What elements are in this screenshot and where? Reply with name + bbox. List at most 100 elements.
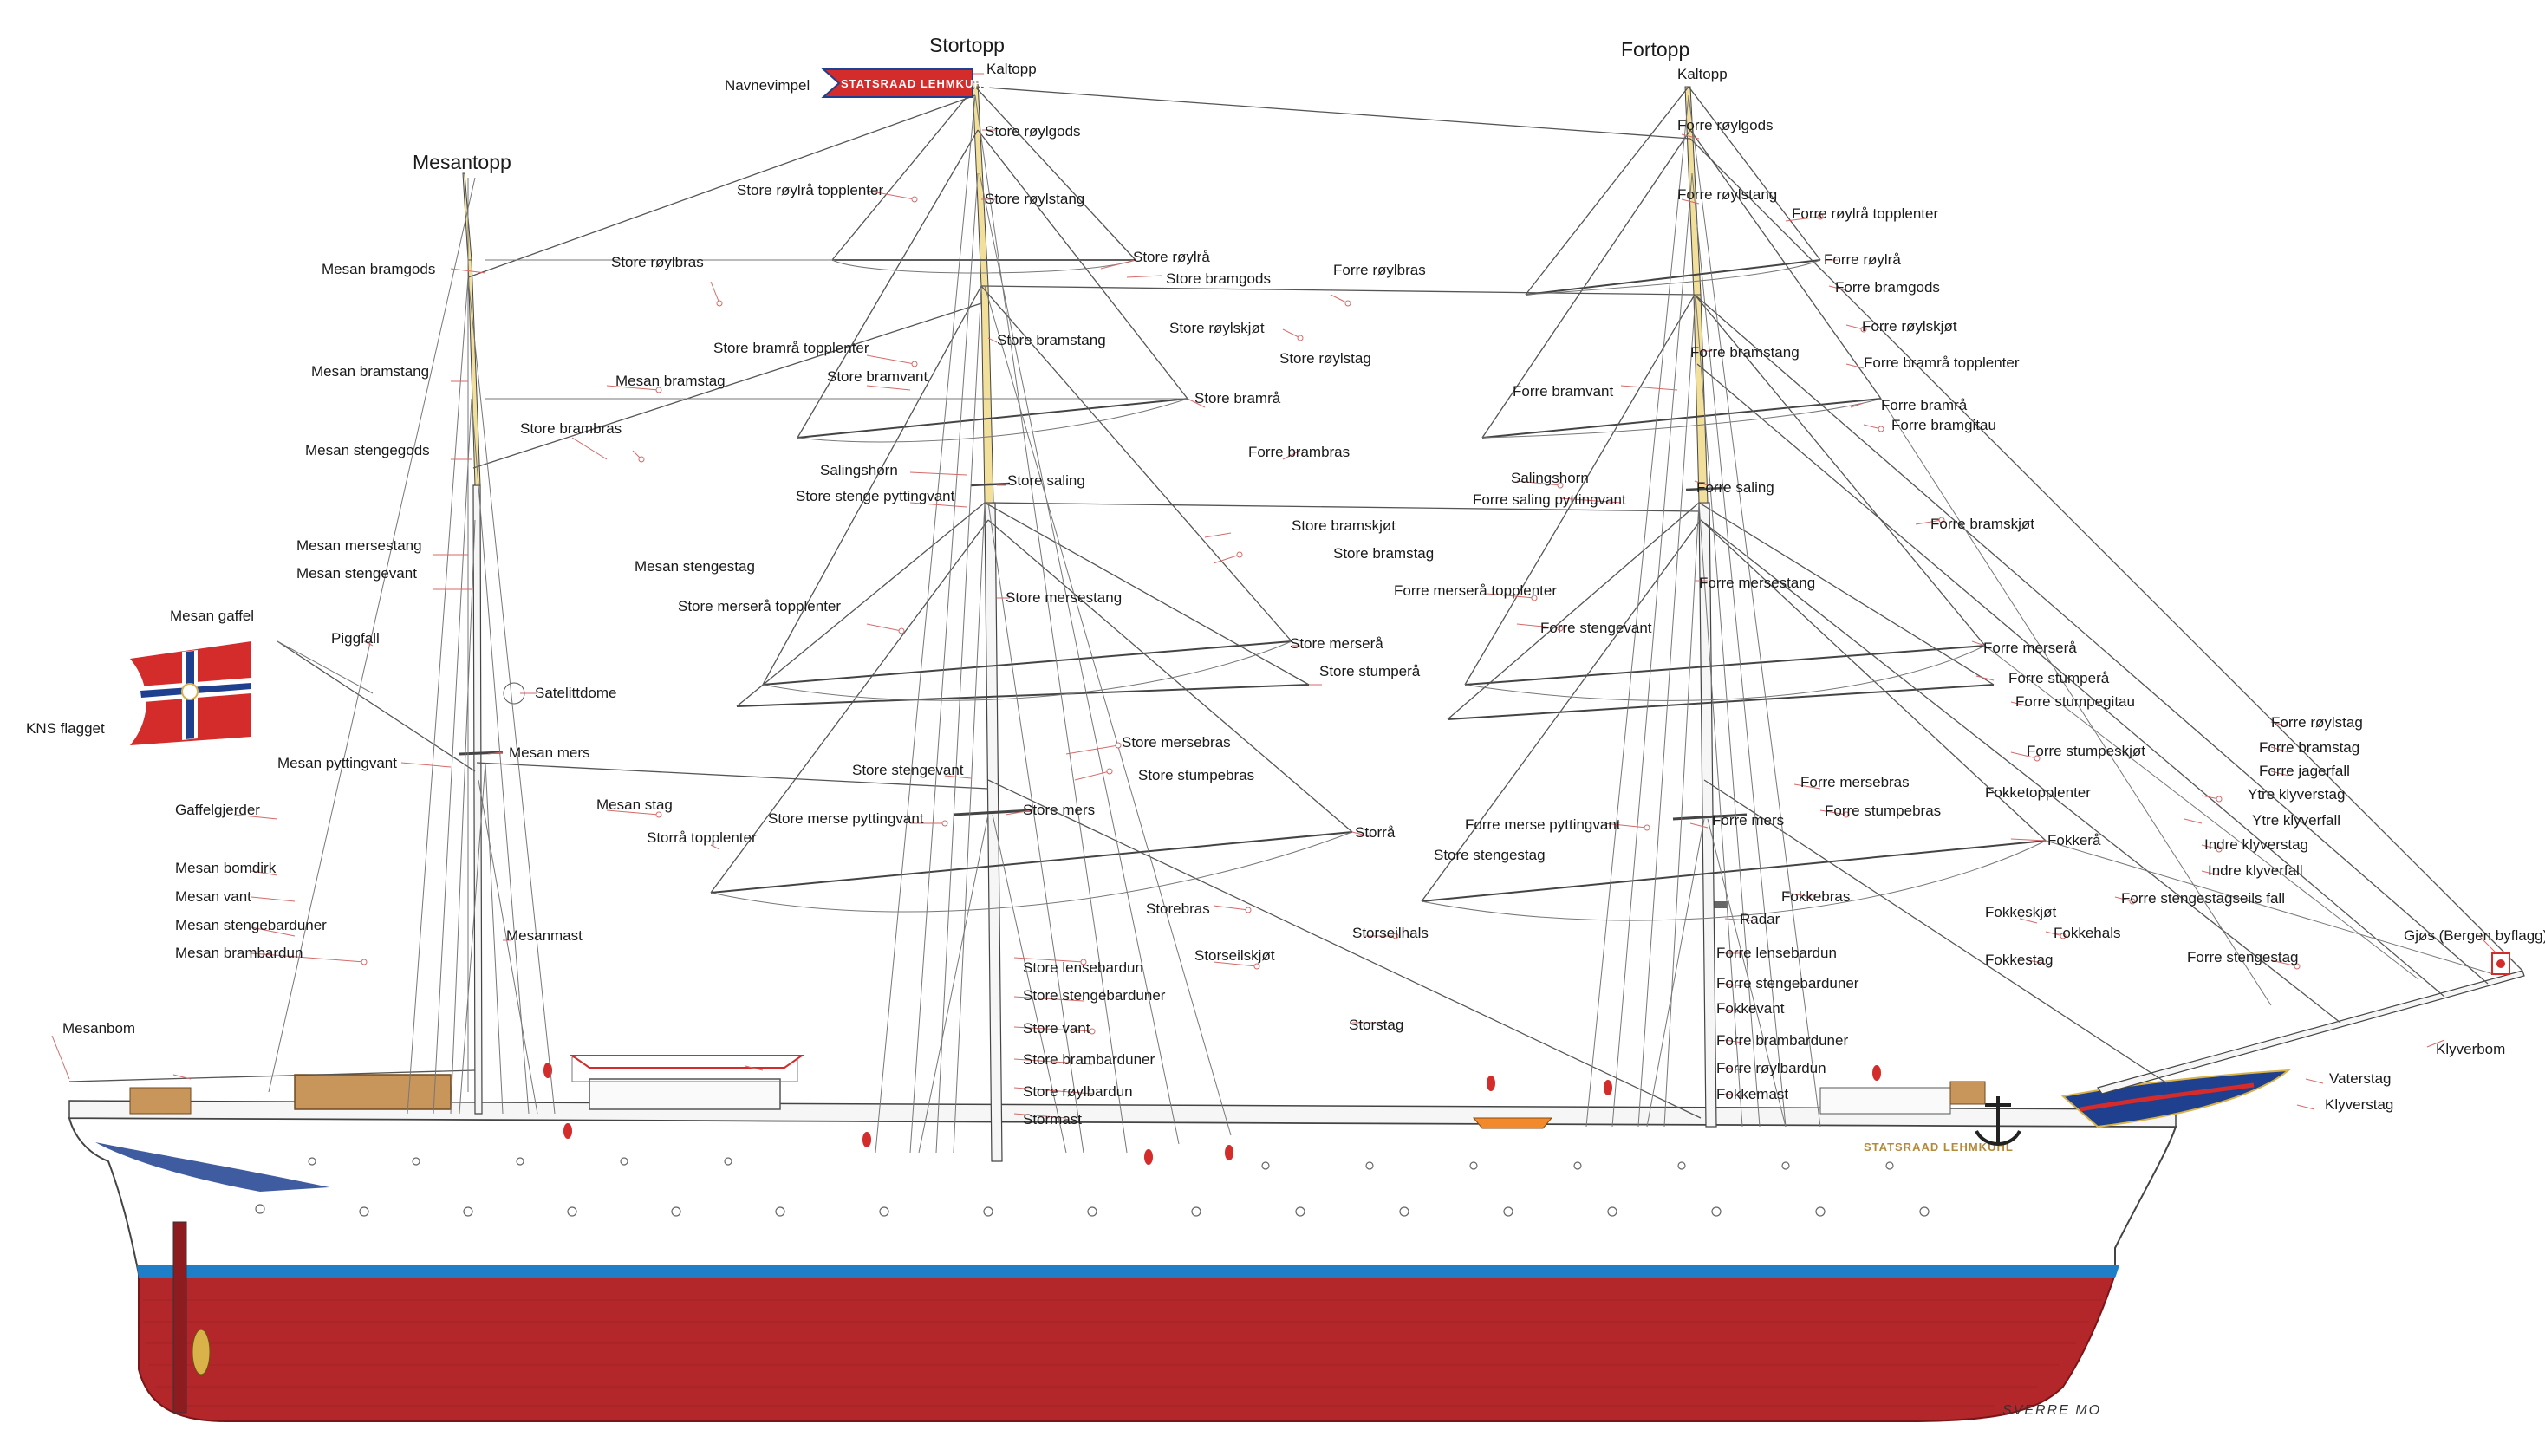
label-salingshorn-fore: Salingshorn	[1511, 470, 1589, 486]
lifeboat-main	[569, 1055, 805, 1069]
label-kaltopp-main: Kaltopp	[986, 61, 1037, 77]
mizzen-topgallant	[462, 172, 472, 261]
bowsprit	[2097, 970, 2525, 1095]
label-store-roylstang: Store røylstang	[985, 191, 1084, 207]
label-forre-lensebardun: Forre lensebardun	[1716, 945, 1837, 961]
label-store-mers: Store mers	[1023, 802, 1095, 818]
fore-lower-topsail-yard	[1447, 684, 1995, 720]
hull-planking	[143, 1299, 2102, 1407]
lifeboat-fore	[1472, 1117, 1553, 1129]
label-gaffelgjerder: Gaffelgjerder	[175, 802, 260, 818]
label-mesantopp: Mesantopp	[413, 151, 511, 173]
label-mesan-mers: Mesan mers	[509, 744, 590, 761]
fore-topgallant-yard	[1481, 398, 1882, 439]
label-ytre-klyverfall: Ytre klyverfall	[2252, 812, 2340, 829]
label-piggfall: Piggfall	[331, 630, 380, 647]
fore-deckhouse	[1819, 1087, 1951, 1115]
label-forre-mersestang: Forre mersestang	[1699, 575, 1815, 591]
label-forre-bramra-topplenter: Forre bramrå topplenter	[1864, 354, 2020, 371]
label-fokkehals: Fokkehals	[2054, 925, 2120, 941]
label-store-mersebras: Store mersebras	[1122, 734, 1231, 751]
label-kaltopp-fore: Kaltopp	[1677, 66, 1728, 82]
mesan-gaffel-spar	[277, 640, 476, 772]
label-store-mersera: Store merserå	[1290, 635, 1383, 652]
label-store-bramstang: Store bramstang	[997, 332, 1106, 348]
label-forre-mersera-topplenter: Forre merserå topplenter	[1394, 582, 1557, 599]
label-store-roylbras: Store røylbras	[611, 254, 704, 270]
label-store-brambras: Store brambras	[520, 420, 622, 437]
bow-ornament-red	[2080, 1082, 2255, 1112]
propeller	[192, 1329, 211, 1375]
label-mesan-stag: Mesan stag	[596, 796, 673, 813]
label-store-bramgods: Store bramgods	[1166, 270, 1271, 287]
fore-royal-yard	[1525, 259, 1821, 296]
pennant-text: STATSRAAD LEHMKUHL	[841, 77, 991, 90]
label-forre-stengestagseils-fall: Forre stengestagseils fall	[2121, 890, 2285, 907]
label-storseilhals: Storseilhals	[1352, 925, 1429, 941]
label-forre-mersera: Forre merserå	[1983, 640, 2077, 656]
label-storra-topplenter: Storrå topplenter	[647, 829, 757, 846]
label-mesan-vant: Mesan vant	[175, 888, 251, 905]
label-store-bramskjot: Store bramskjøt	[1292, 517, 1396, 534]
label-forre-roylbardun: Forre røylbardun	[1716, 1060, 1826, 1076]
fore-topmast	[1693, 294, 1709, 504]
fore-top-platform	[1672, 813, 1748, 821]
label-mesan-stengevant: Mesan stengevant	[296, 565, 417, 582]
fore-course-yard	[1421, 840, 2047, 902]
midship-deckhouse	[589, 1078, 781, 1110]
label-ytre-klyverstag: Ytre klyverstag	[2248, 786, 2345, 803]
label-gjos: Gjøs (Bergen byflagg)	[2404, 927, 2545, 944]
label-store-merse-pyttingvant: Store merse pyttingvant	[768, 810, 924, 827]
label-store-stenge-pyttingvant: Store stenge pyttingvant	[796, 488, 955, 504]
label-fokkera: Fokkerå	[2047, 832, 2101, 848]
label-forre-bramgitau: Forre bramgitau	[1891, 417, 1996, 433]
gjos-flag	[2491, 952, 2510, 975]
label-fokkevant: Fokkevant	[1716, 1000, 1785, 1017]
kns-flag	[130, 641, 251, 745]
label-forre-bramra: Forre bramrå	[1881, 397, 1968, 413]
label-forre-bramvant: Forre bramvant	[1513, 383, 1613, 400]
label-mesan-stengegods: Mesan stengegods	[305, 442, 430, 458]
label-store-roylbardun: Store røylbardun	[1023, 1083, 1133, 1100]
fore-mast	[1698, 502, 1717, 1128]
lifebuoys	[543, 1063, 1881, 1165]
label-radar: Radar	[1740, 911, 1780, 927]
label-mesan-pyttingvant: Mesan pyttingvant	[277, 755, 397, 771]
label-store-bramvant: Store bramvant	[827, 368, 928, 385]
hull-topsides	[68, 1116, 2177, 1275]
label-store-stumpera: Store stumperå	[1319, 663, 1421, 679]
label-forre-brambras: Forre brambras	[1248, 444, 1350, 460]
fore-upper-topsail-yard	[1464, 645, 1986, 686]
label-storebras: Storebras	[1146, 900, 1210, 917]
label-fortopp: Fortopp	[1621, 38, 1689, 61]
label-forre-roylstag: Forre røylstag	[2271, 714, 2363, 731]
anchor-icon	[1975, 1096, 2021, 1146]
label-store-mersestang: Store mersestang	[1006, 589, 1122, 606]
label-indre-klyverstag: Indre klyverstag	[2204, 836, 2308, 853]
label-salingshorn-main: Salingshorn	[820, 462, 898, 478]
mizzen-top-platform	[459, 751, 504, 756]
label-forre-bramstag: Forre bramstag	[2259, 739, 2359, 756]
label-klyverbom: Klyverbom	[2436, 1041, 2505, 1057]
label-mesan-stengegstag: Mesan stengestag	[635, 558, 755, 575]
label-forre-brambarduner: Forre brambarduner	[1716, 1032, 1848, 1049]
label-fokkestag: Fokkestag	[1985, 952, 2053, 968]
label-vaterstag: Vaterstag	[2329, 1070, 2392, 1087]
label-forre-bramgods: Forre bramgods	[1835, 279, 1940, 296]
label-forre-mersebras: Forre mersebras	[1800, 774, 1910, 790]
main-topgallant	[972, 81, 989, 287]
label-mesan-bramstag: Mesan bramstag	[615, 373, 726, 389]
label-forre-roylstang: Forre røylstang	[1677, 186, 1777, 203]
label-forre-roylgods: Forre røylgods	[1677, 117, 1774, 133]
portholes	[255, 1157, 1930, 1217]
label-forre-roylbras: Forre røylbras	[1333, 262, 1426, 278]
leader-lines	[51, 73, 2497, 1119]
label-navnevimpel: Navnevimpel	[725, 77, 810, 94]
label-forre-mers: Forre mers	[1712, 812, 1784, 829]
label-storra: Storrå	[1355, 824, 1396, 841]
label-mesan-brambardun: Mesan brambardun	[175, 945, 303, 961]
main-upper-topsail-yard	[762, 640, 1292, 686]
main-mast	[984, 502, 1003, 1162]
